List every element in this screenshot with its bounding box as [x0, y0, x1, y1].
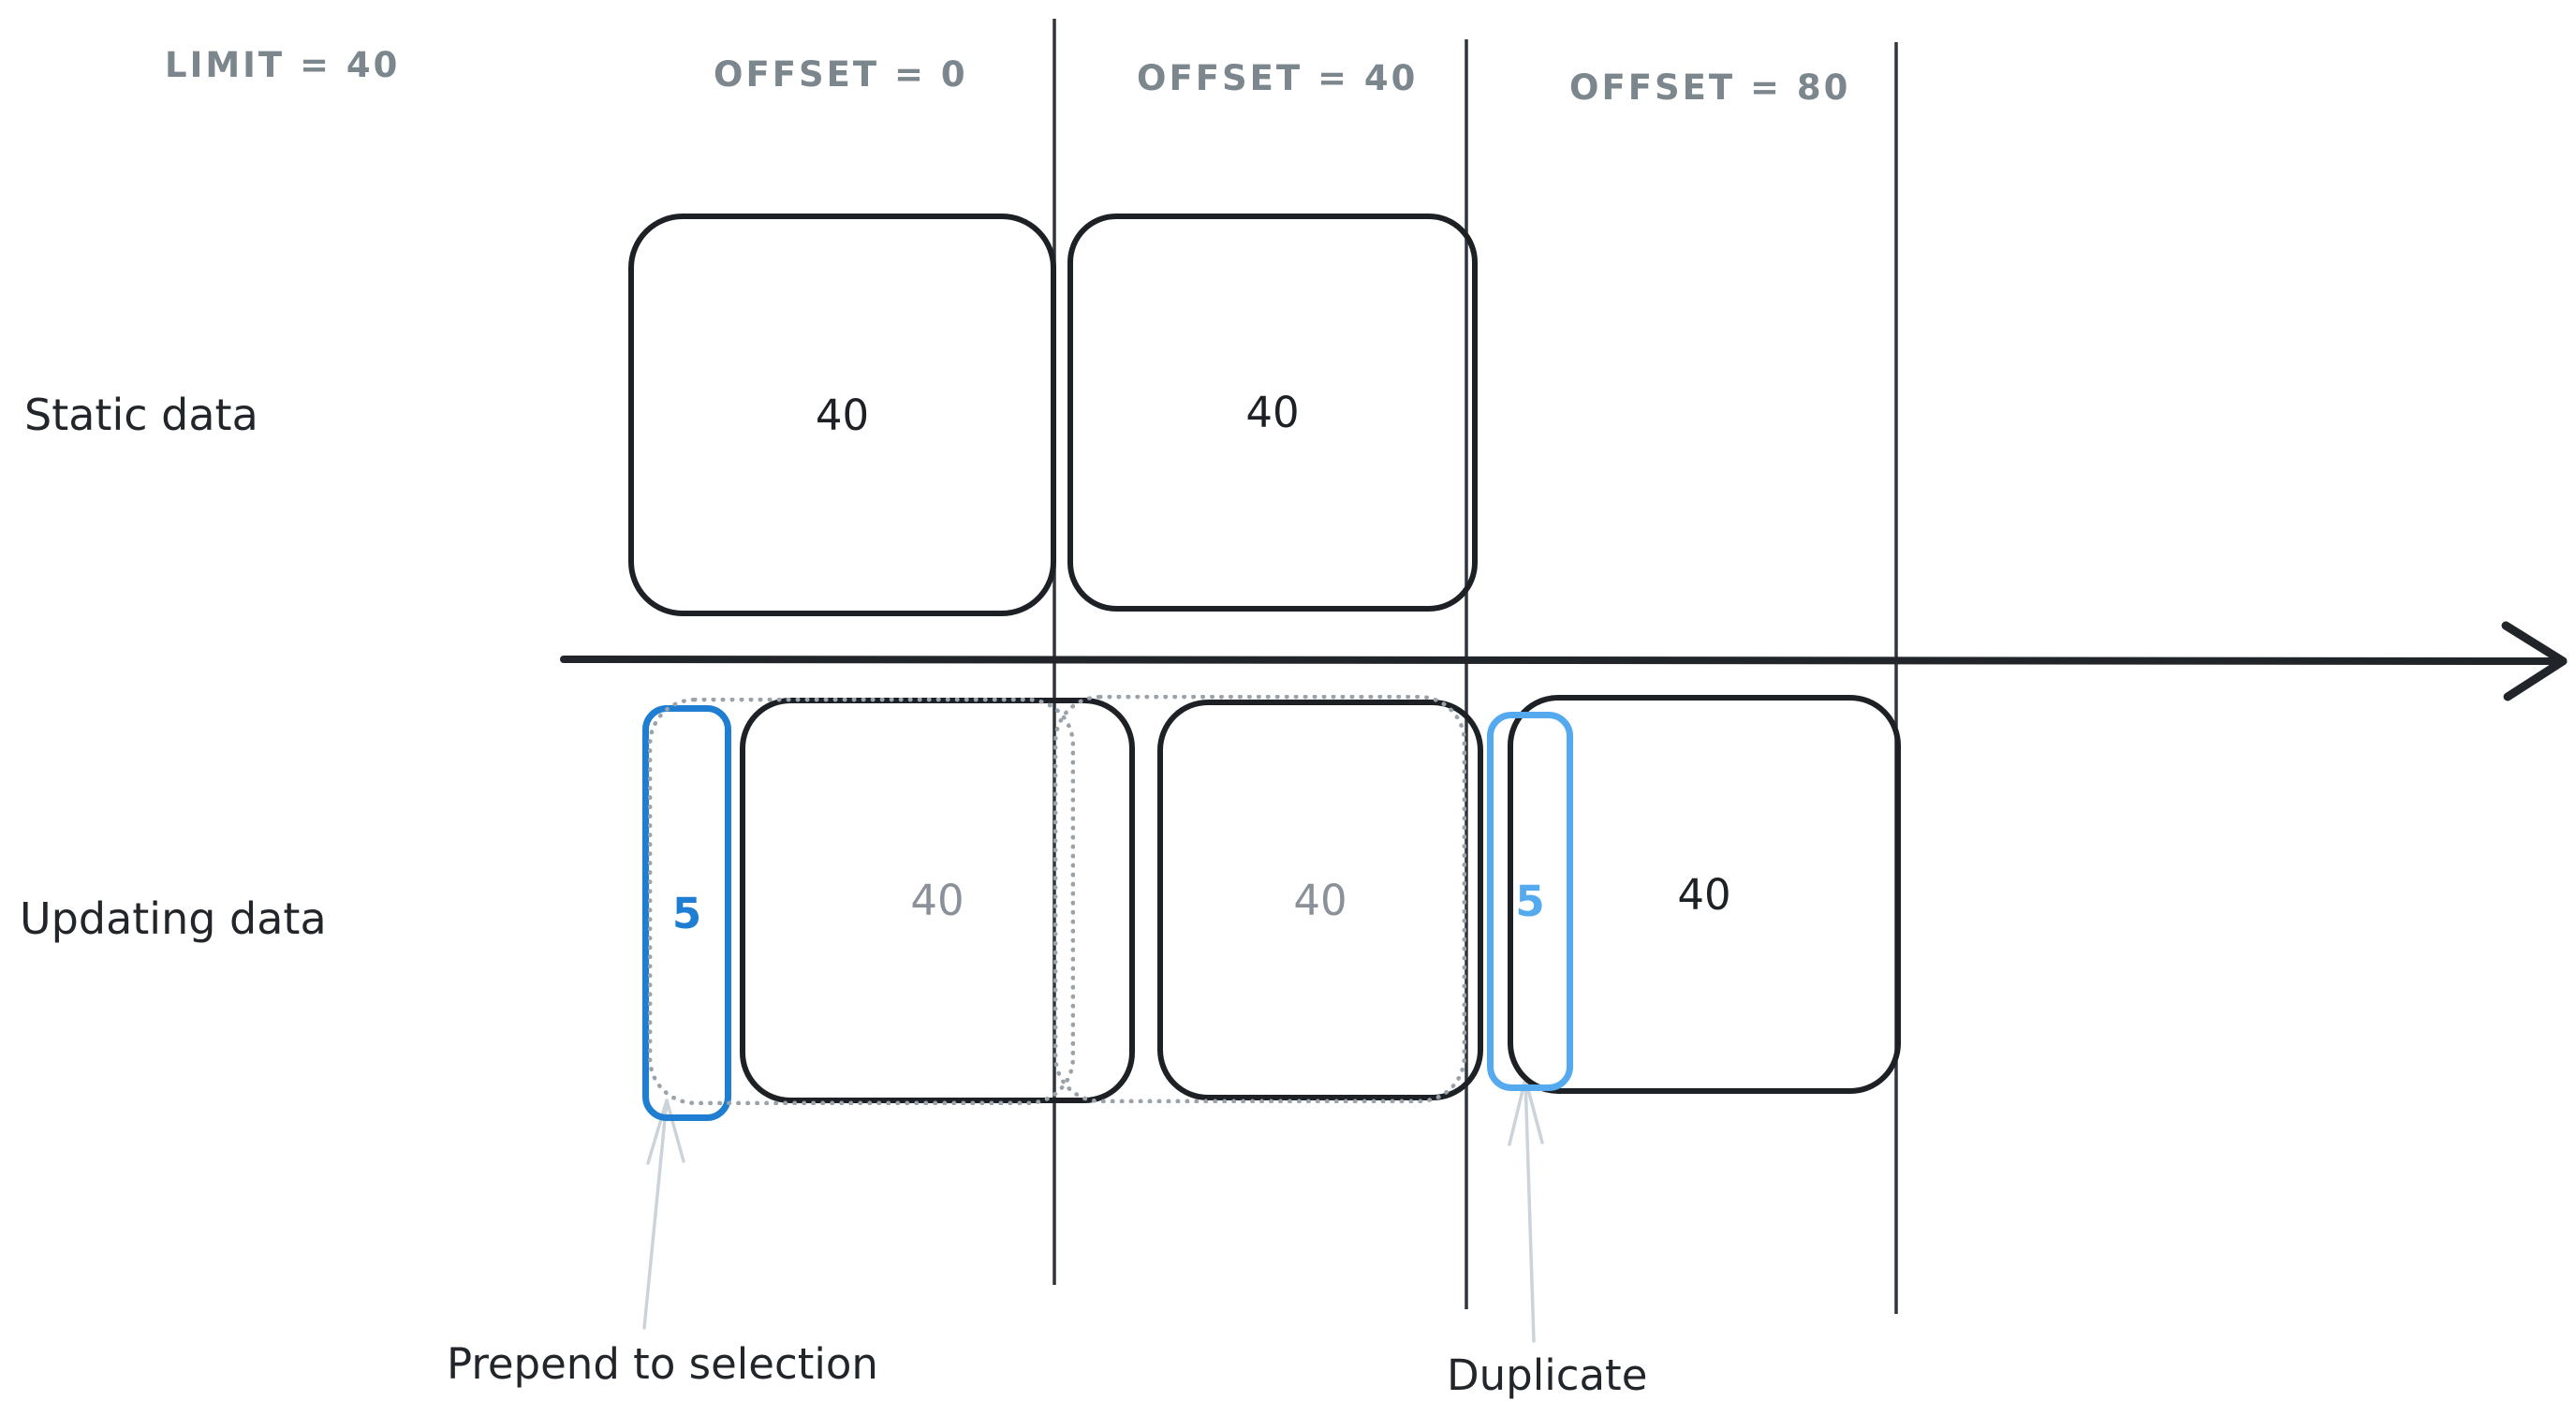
updating-page-2-count: 40: [1293, 875, 1347, 925]
timeline-axis-arrowhead: [2501, 621, 2568, 701]
updating-page-2-box: 40: [1157, 700, 1483, 1100]
limit-label: LIMIT = 40: [165, 45, 401, 85]
duplicated-rows-count: 5: [1515, 877, 1545, 926]
offset-80-label: OFFSET = 80: [1569, 67, 1851, 108]
duplicate-annotation-label: Duplicate: [1447, 1350, 1648, 1400]
offset-40-label: OFFSET = 40: [1137, 58, 1419, 98]
static-page-2-count: 40: [1245, 388, 1300, 437]
offset-0-label: OFFSET = 0: [714, 54, 968, 95]
duplicate-arrow-line: [1524, 1077, 1536, 1343]
timeline-axis-line: [560, 656, 2558, 665]
prepend-arrow-line: [642, 1099, 669, 1330]
static-page-1-count: 40: [815, 390, 870, 440]
updating-page-1-count: 40: [910, 876, 964, 925]
ghost-page-1-box: [648, 698, 1075, 1105]
duplicated-rows-box: 5: [1487, 712, 1573, 1091]
static-page-1-box: 40: [628, 214, 1056, 616]
prepend-annotation-label: Prepend to selection: [447, 1339, 878, 1389]
static-page-2-box: 40: [1067, 214, 1478, 612]
prepend-arrow-head: [646, 1099, 685, 1165]
ghost-page-2-box: [1053, 695, 1466, 1103]
updating-page-3-count: 40: [1677, 869, 1731, 920]
updating-data-row-label: Updating data: [20, 893, 327, 944]
static-data-row-label: Static data: [24, 390, 258, 440]
updating-page-3-box: 40: [1508, 695, 1901, 1094]
prepended-rows-count: 5: [671, 888, 702, 938]
